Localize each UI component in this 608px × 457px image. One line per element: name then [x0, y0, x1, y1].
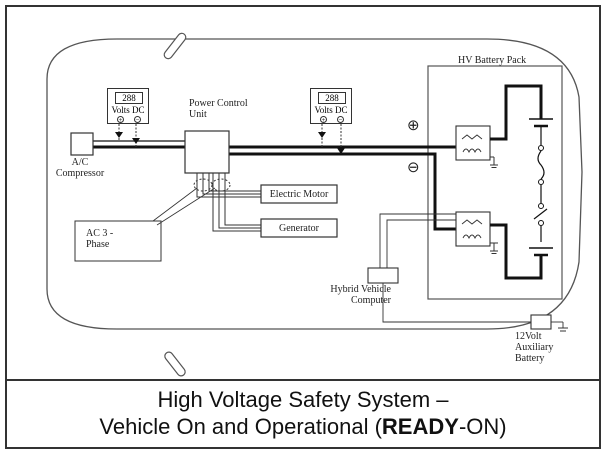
circuit-diagram: 288 Volts DC + − 288 Volts DC + − HV Bat…: [7, 7, 599, 381]
aux-battery-label: 12Volt Auxiliary Battery: [515, 331, 554, 364]
voltmeter-right: 288 Volts DC + −: [310, 88, 352, 124]
voltmeter-left-unit: Volts DC: [111, 105, 145, 115]
mirror-bottom: [164, 351, 186, 377]
ac-compressor-label: A/C Compressor: [55, 157, 105, 179]
caption-line-2-suffix: -ON): [458, 414, 507, 439]
voltmeter-right-plus: +: [320, 116, 327, 124]
figure-caption: High Voltage Safety System – Vehicle On …: [7, 381, 599, 447]
hv-battery-pack-box: [427, 65, 563, 300]
relay-negative: [455, 211, 491, 247]
battery-negative-wire: [490, 223, 543, 280]
electric-motor-box: [260, 184, 338, 204]
hybrid-computer-label: Hybrid Vehicle Computer: [330, 284, 391, 306]
ac-phase-callout-box: [74, 220, 162, 262]
voltmeter-left-plus: +: [117, 116, 124, 124]
relay-positive: [455, 125, 491, 161]
generator-label: Generator: [279, 222, 319, 234]
ac-compressor-box: [70, 132, 94, 156]
voltmeter-left-reading: 288: [115, 92, 143, 104]
voltmeter-right-reading: 288: [318, 92, 346, 104]
figure-frame: 288 Volts DC + − 288 Volts DC + − HV Bat…: [5, 5, 601, 449]
positive-symbol: ⊕: [407, 118, 420, 134]
voltmeter-left-minus: −: [134, 116, 141, 124]
hv-battery-pack-label: HV Battery Pack: [458, 55, 527, 66]
caption-ready-bold: READY: [381, 414, 459, 439]
power-control-unit-box: [184, 130, 230, 174]
negative-bus: [229, 152, 456, 231]
vehicle-outline: [46, 38, 583, 330]
negative-symbol: ⊖: [407, 160, 420, 176]
caption-line-2: Vehicle On and Operational (READY-ON): [7, 413, 599, 440]
aux-battery-box: [530, 314, 552, 330]
electric-motor-label: Electric Motor: [269, 188, 329, 200]
hybrid-computer-box: [367, 267, 399, 284]
voltmeter-left: 288 Volts DC + −: [107, 88, 149, 124]
voltmeter-right-minus: −: [337, 116, 344, 124]
caption-line-2-prefix: Vehicle On and Operational (: [99, 414, 382, 439]
ac-phase-label: AC 3 - Phase: [86, 228, 114, 250]
power-control-unit-label: Power Control Unit: [189, 98, 248, 120]
diagram-drawing: [46, 32, 583, 377]
mirror-top: [163, 32, 187, 60]
caption-line-1: High Voltage Safety System –: [157, 387, 449, 412]
voltmeter-right-unit: Volts DC: [314, 105, 348, 115]
battery-positive-wire: [490, 84, 543, 141]
generator-box: [260, 218, 338, 238]
